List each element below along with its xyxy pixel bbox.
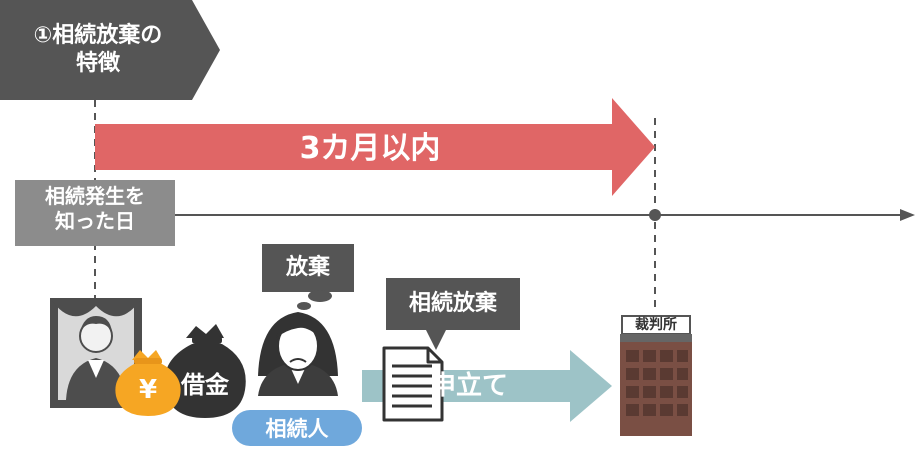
thought-bubble-text: 放棄 <box>285 255 330 280</box>
court-label: 裁判所 <box>635 317 677 333</box>
document-icon <box>382 346 444 422</box>
yen-symbol: ¥ <box>138 375 158 405</box>
document-label-box <box>386 278 520 330</box>
heir-badge-box <box>232 410 362 446</box>
start-label-line2: 知った日 <box>55 209 135 233</box>
debt-label: 借金 <box>181 371 229 399</box>
woman-icon <box>258 312 338 396</box>
timeline-arrowhead <box>900 209 915 221</box>
start-label-box <box>15 180 175 246</box>
period-label: 3カ月以内 <box>299 131 441 166</box>
thought-bubble-box <box>262 244 354 292</box>
action-label: 申立て <box>430 371 509 401</box>
header-title-line2: 特徴 <box>75 50 120 76</box>
thought-bubble-dot-small <box>297 302 311 310</box>
court-building-icon <box>620 315 692 436</box>
deadline-dot <box>649 209 661 221</box>
header-banner <box>0 0 220 100</box>
debt-bag-icon <box>164 324 246 418</box>
header-title-line1: ①相続放棄の <box>33 23 163 48</box>
start-label: 相続発生を 知った日 <box>15 184 175 234</box>
header-title: ①相続放棄の 特徴 <box>8 22 188 77</box>
thought-bubble-dot-large <box>308 290 332 302</box>
yen-bag-icon <box>115 350 181 416</box>
period-arrow <box>95 98 655 196</box>
start-label-line1: 相続発生を <box>45 184 145 208</box>
document-label-text: 相続放棄 <box>408 291 497 316</box>
heir-label: 相続人 <box>265 417 329 441</box>
application-arrow <box>362 350 612 422</box>
document-label-tail <box>426 330 446 350</box>
